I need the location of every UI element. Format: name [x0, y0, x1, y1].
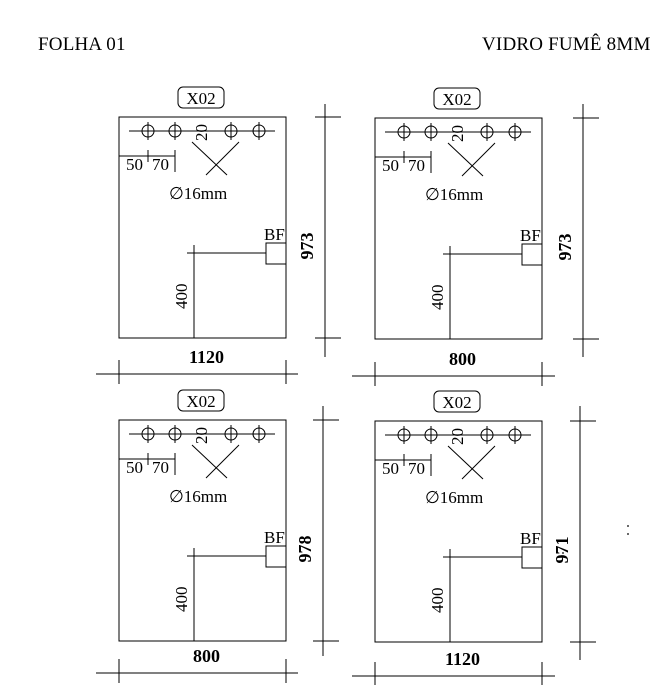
part-tag: X02 — [442, 90, 471, 109]
cutout-label: BF — [520, 529, 541, 548]
cutout-box — [265, 242, 287, 265]
cutout-label: BF — [264, 528, 285, 547]
cross-line-a — [447, 142, 484, 177]
hole-offset-x2-label: 70 — [152, 155, 169, 174]
stray-mark — [627, 533, 629, 535]
height-label: 978 — [295, 536, 315, 563]
part-tag-frame — [177, 86, 225, 109]
hole-offset-x1-label: 50 — [126, 155, 143, 174]
glass-outline — [374, 117, 543, 340]
glass-outline — [374, 420, 543, 643]
part-tag: X02 — [186, 89, 215, 108]
cutout-height-label: 400 — [172, 284, 191, 310]
stray-mark — [627, 525, 629, 527]
height-label: 973 — [297, 233, 317, 260]
cutout-box — [521, 243, 543, 266]
cross-line-a — [191, 444, 228, 479]
cross-line-b — [461, 142, 496, 177]
hole-offset-x2-label: 70 — [408, 156, 425, 175]
glass-outline — [118, 419, 287, 642]
hole-offset-y-label: 20 — [448, 428, 467, 445]
height-label: 973 — [555, 234, 575, 261]
part-tag-frame — [433, 87, 481, 110]
hole-offset-x1-label: 50 — [382, 156, 399, 175]
hole-offset-x2-label: 70 — [152, 458, 169, 477]
width-label: 800 — [449, 349, 476, 369]
hole-offset-x1-label: 50 — [382, 459, 399, 478]
part-tag: X02 — [186, 392, 215, 411]
hole-diameter-label: ∅16mm — [169, 487, 227, 506]
hole-offset-y-label: 20 — [448, 125, 467, 142]
cross-line-b — [205, 444, 240, 479]
part-tag: X02 — [442, 393, 471, 412]
glass-spec-title: VIDRO FUMÊ 8MM — [482, 34, 651, 55]
hole-offset-y-label: 20 — [192, 124, 211, 141]
glass-outline — [118, 116, 287, 339]
sheet-title: FOLHA 01 — [38, 34, 126, 55]
hole-diameter-label: ∅16mm — [425, 488, 483, 507]
width-label: 800 — [193, 646, 220, 666]
cutout-height-label: 400 — [428, 285, 447, 311]
cutout-height-label: 400 — [428, 588, 447, 614]
cross-line-a — [447, 445, 484, 480]
width-label: 1120 — [445, 649, 480, 669]
cutout-box — [265, 545, 287, 568]
hole-offset-x1-label: 50 — [126, 458, 143, 477]
part-tag-frame — [433, 390, 481, 413]
cutout-height-label: 400 — [172, 587, 191, 613]
hole-offset-y-label: 20 — [192, 427, 211, 444]
cross-line-b — [205, 141, 240, 176]
cross-line-a — [191, 141, 228, 176]
hole-diameter-label: ∅16mm — [425, 185, 483, 204]
width-label: 1120 — [189, 347, 224, 367]
cutout-box — [521, 546, 543, 569]
hole-offset-x2-label: 70 — [408, 459, 425, 478]
cross-line-b — [461, 445, 496, 480]
height-label: 971 — [552, 537, 572, 564]
cutout-label: BF — [520, 226, 541, 245]
hole-diameter-label: ∅16mm — [169, 184, 227, 203]
cutout-label: BF — [264, 225, 285, 244]
part-tag-frame — [177, 389, 225, 412]
stray-mark — [562, 552, 564, 554]
